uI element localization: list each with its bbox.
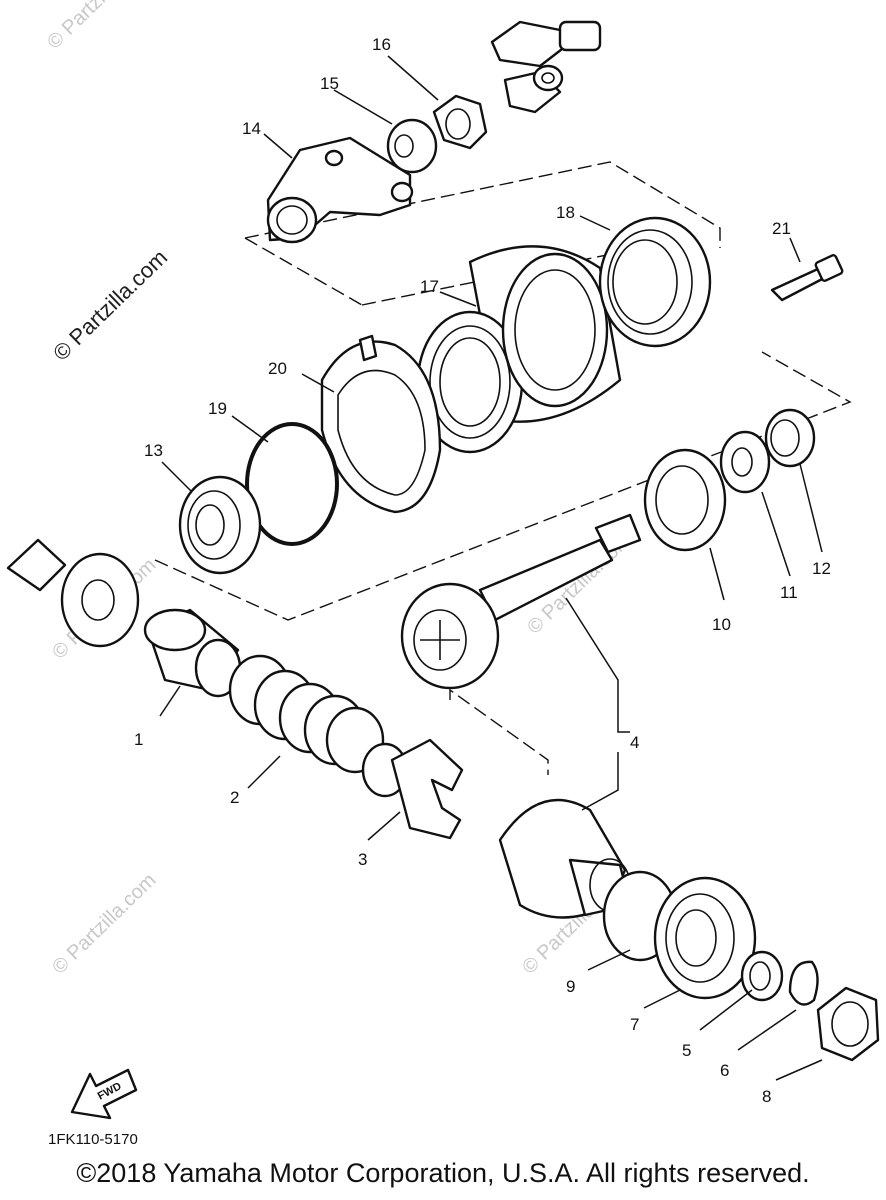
callout-16: 16 bbox=[372, 35, 391, 54]
callout-2: 2 bbox=[230, 788, 239, 807]
callout-6: 6 bbox=[720, 1061, 729, 1080]
watermark: © Partzilla.com bbox=[48, 869, 160, 978]
callout-10: 10 bbox=[712, 615, 731, 634]
callout-13: 13 bbox=[144, 441, 163, 460]
group-box-mid bbox=[154, 351, 852, 621]
callout-9: 9 bbox=[566, 977, 575, 996]
callout-5: 5 bbox=[682, 1041, 691, 1060]
callout-18: 18 bbox=[556, 203, 575, 222]
part-8-nut bbox=[816, 986, 880, 1062]
part-17-housing bbox=[416, 245, 622, 454]
part-12-collar bbox=[764, 408, 816, 468]
part-10-bearing bbox=[643, 448, 727, 552]
universal-joint bbox=[490, 20, 602, 114]
part-15-washer bbox=[386, 118, 438, 174]
leader-lines bbox=[159, 55, 823, 1081]
part-14-yoke bbox=[266, 136, 414, 244]
part-7-bearing bbox=[653, 876, 757, 1000]
callout-8: 8 bbox=[762, 1087, 771, 1106]
gear-link bbox=[449, 688, 549, 775]
group-box-top bbox=[244, 237, 363, 306]
part-1-sleeve bbox=[143, 608, 242, 698]
group-box-top bbox=[244, 161, 721, 248]
part-18-cover-ring bbox=[598, 216, 712, 348]
callout-14: 14 bbox=[242, 119, 261, 138]
callouts: 1 2 3 4 5 6 7 8 9 10 11 12 13 14 15 16 1… bbox=[134, 35, 831, 1106]
part-6-lock-washer bbox=[788, 960, 819, 1006]
callout-7: 7 bbox=[630, 1015, 639, 1034]
part-13-bearing bbox=[178, 475, 262, 575]
callout-19: 19 bbox=[208, 399, 227, 418]
copyright-notice: ©2018 Yamaha Motor Corporation, U.S.A. A… bbox=[76, 1158, 810, 1188]
fwd-arrow: FWD bbox=[70, 1068, 138, 1120]
callout-17: 17 bbox=[420, 277, 439, 296]
part-21-bolt bbox=[770, 254, 844, 302]
watermark-main: © Partzilla.com bbox=[48, 245, 172, 366]
callout-3: 3 bbox=[358, 850, 367, 869]
part-11-washer bbox=[719, 430, 771, 494]
watermark: © Partzilla.com bbox=[43, 0, 155, 54]
diagram-code: 1FK110-5170 bbox=[48, 1131, 138, 1148]
callout-12: 12 bbox=[812, 559, 831, 578]
callout-20: 20 bbox=[268, 359, 287, 378]
callout-21: 21 bbox=[772, 219, 791, 238]
part-19-o-ring bbox=[245, 422, 339, 546]
callout-4: 4 bbox=[630, 733, 639, 752]
part-3-clutch bbox=[361, 738, 464, 840]
shaft-and-seal bbox=[6, 538, 140, 648]
part-2-spring bbox=[228, 654, 385, 774]
part-20-plate bbox=[320, 334, 442, 514]
callout-11: 11 bbox=[780, 583, 798, 602]
part-4-pinion-gear bbox=[400, 513, 642, 690]
callout-15: 15 bbox=[320, 74, 339, 93]
part-5-washer bbox=[740, 950, 784, 1002]
callout-1: 1 bbox=[134, 730, 143, 749]
part-16-nut bbox=[432, 94, 488, 150]
